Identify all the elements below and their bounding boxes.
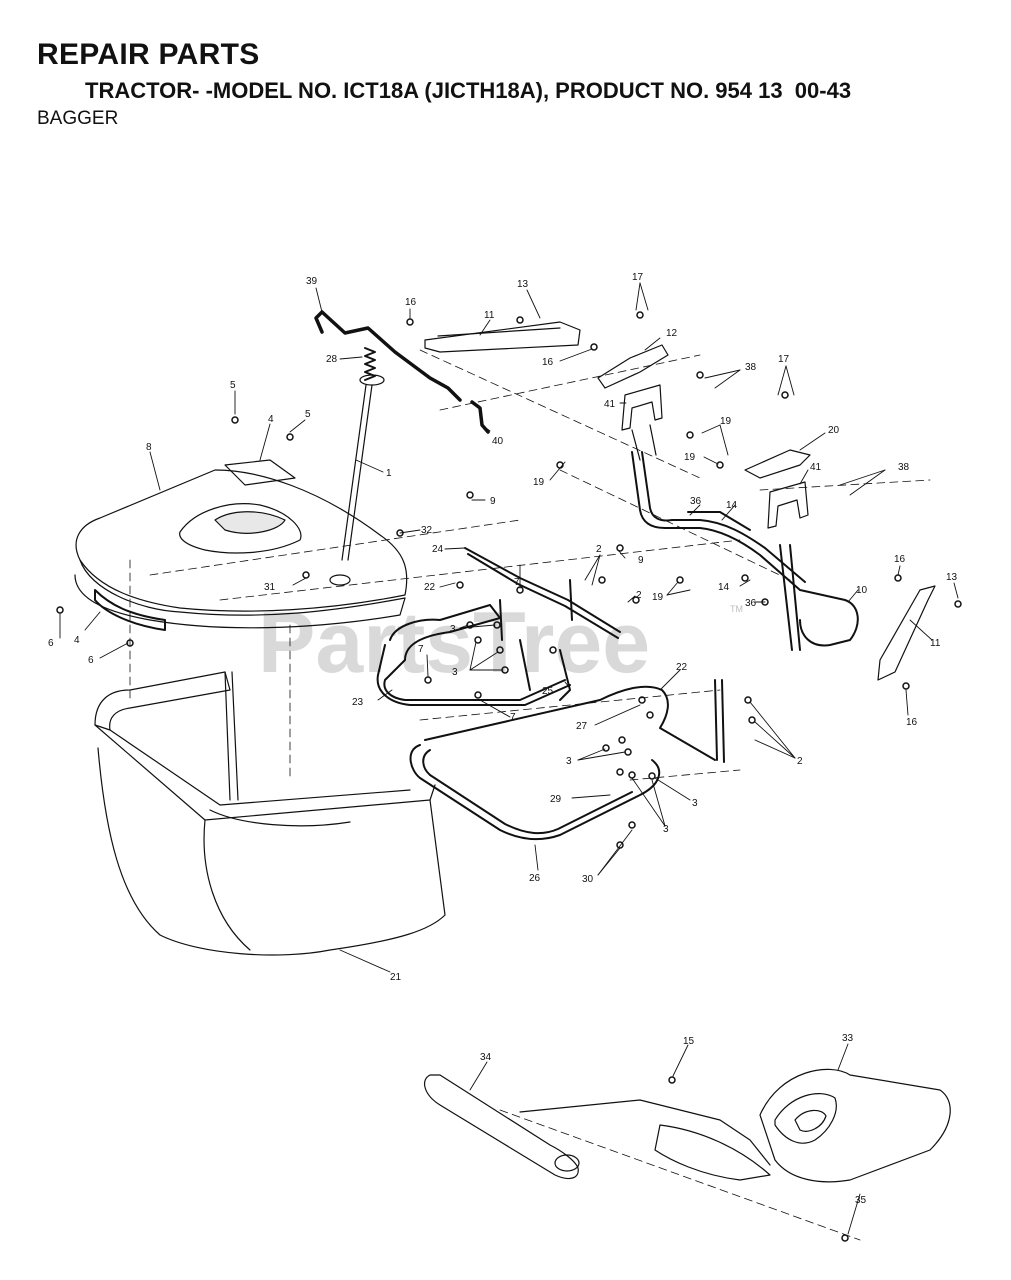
callout-22: 22	[424, 582, 436, 593]
clip-41b	[767, 481, 809, 529]
bracket-14	[631, 451, 859, 651]
callout-4: 4	[268, 414, 274, 425]
callout-2: 2	[596, 544, 602, 555]
callout-40: 40	[492, 436, 504, 447]
callout-32: 32	[421, 525, 433, 536]
plate-11b	[877, 585, 936, 681]
callout-31: 31	[264, 582, 276, 593]
spring-and-rod	[341, 347, 385, 561]
callout-24: 24	[432, 544, 444, 555]
bracket-12	[597, 344, 669, 389]
callout-19: 19	[652, 592, 664, 603]
callout-19: 19	[720, 416, 732, 427]
chute-assembly	[423, 1068, 951, 1183]
callout-36: 36	[745, 598, 757, 609]
callout-28: 28	[326, 354, 338, 365]
alignment-lines	[129, 349, 931, 1241]
callout-11: 11	[484, 310, 495, 321]
model-line: TRACTOR- -MODEL NO. ICT18A (JICTH18A), P…	[85, 78, 852, 103]
callout-7: 7	[510, 712, 516, 723]
callout-1: 1	[386, 468, 392, 479]
callout-13: 13	[517, 279, 529, 290]
callout-4: 4	[74, 635, 80, 646]
callout-16: 16	[542, 357, 554, 368]
callout-7: 7	[418, 644, 424, 655]
callout-36: 36	[690, 496, 702, 507]
callout-9: 9	[490, 496, 496, 507]
callout-6: 6	[88, 655, 94, 666]
callout-11: 11	[930, 638, 941, 649]
grass-bag	[94, 671, 446, 956]
callout-15: 15	[683, 1036, 695, 1047]
callout-22: 22	[676, 662, 688, 673]
callout-19: 19	[533, 477, 545, 488]
callout-35: 35	[855, 1195, 867, 1206]
callout-30: 30	[582, 874, 594, 885]
callout-39: 39	[306, 276, 318, 287]
callout-5: 5	[230, 380, 236, 391]
section-title: BAGGER	[37, 108, 119, 129]
handle-rod	[314, 310, 490, 434]
callout-3: 3	[452, 667, 458, 678]
leader-lines	[59, 282, 959, 1235]
callout-7: 7	[514, 577, 520, 588]
watermark-tm: TM	[730, 604, 743, 614]
callout-29: 29	[550, 794, 562, 805]
callout-27: 27	[576, 721, 588, 732]
callout-14: 14	[718, 582, 730, 593]
frame-24-25	[464, 547, 621, 701]
callout-3: 3	[663, 824, 669, 835]
bagger-cover	[74, 459, 408, 631]
callout-16: 16	[894, 554, 906, 565]
callout-23: 23	[352, 697, 364, 708]
callouts: 39 16 13 17 11 12 16 38 28 41 17 5 5 4 1…	[48, 272, 958, 1206]
callout-8: 8	[146, 442, 152, 453]
callout-10: 10	[856, 585, 868, 596]
callout-3: 3	[692, 798, 698, 809]
callout-21: 21	[390, 972, 402, 983]
callout-14: 14	[726, 500, 738, 511]
callout-25: 25	[542, 686, 554, 697]
callout-17: 17	[632, 272, 644, 283]
callout-5: 5	[305, 409, 311, 420]
callout-41: 41	[604, 399, 616, 410]
callout-19: 19	[684, 452, 696, 463]
plate-11	[424, 321, 581, 353]
fasteners	[56, 311, 962, 1242]
callout-16: 16	[405, 297, 417, 308]
callout-2: 2	[797, 756, 803, 767]
callout-17: 17	[778, 354, 790, 365]
callout-33: 33	[842, 1033, 854, 1044]
callout-20: 20	[828, 425, 840, 436]
callout-12: 12	[666, 328, 678, 339]
callout-13: 13	[946, 572, 958, 583]
callout-26: 26	[529, 873, 541, 884]
callout-6: 6	[48, 638, 54, 649]
bracket-20	[744, 449, 811, 479]
callout-34: 34	[480, 1052, 492, 1063]
page-title: REPAIR PARTS	[37, 38, 260, 71]
frame-26	[409, 679, 725, 841]
callout-9: 9	[638, 555, 644, 566]
callout-3: 3	[566, 756, 572, 767]
callout-16: 16	[906, 717, 918, 728]
callout-38: 38	[745, 362, 757, 373]
callout-3: 3	[450, 624, 456, 635]
callout-41: 41	[810, 462, 822, 473]
callout-2: 2	[636, 590, 642, 601]
frame-23	[376, 579, 573, 706]
callout-38: 38	[898, 462, 910, 473]
clip-41a	[621, 384, 663, 461]
